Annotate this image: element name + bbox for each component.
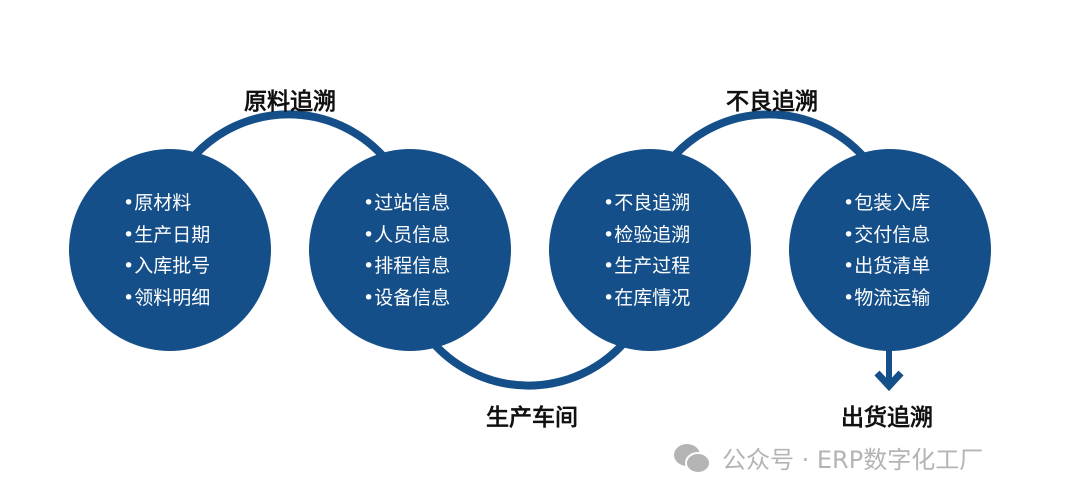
list-item: •过站信息 [363, 192, 451, 214]
stage-title-1: 原料追溯 [244, 89, 336, 115]
stage-circle-2 [309, 149, 511, 351]
list-item: •检验追溯 [603, 223, 691, 246]
list-item: •人员信息 [363, 223, 451, 246]
stage-list-3: •不良追溯 •检验追溯 •生产过程 •在库情况 [550, 188, 750, 314]
stage-title-2: 生产车间 [486, 405, 578, 431]
list-item: •生产日期 [123, 223, 211, 246]
stage-list-4: •包装入库 •交付信息 •出货清单 •物流运输 [790, 188, 990, 314]
list-item: •不良追溯 [603, 192, 691, 214]
list-item: •出货清单 [843, 255, 931, 277]
stage-circle-3 [549, 149, 751, 351]
wechat-icon [674, 443, 711, 474]
connector-arc-2-3 [432, 342, 625, 390]
list-item: •排程信息 [363, 255, 451, 277]
connector-arc-1-2 [192, 110, 385, 158]
watermark-text: 公众号 · ERP数字化工厂 [722, 446, 984, 474]
arrow-down-icon [874, 350, 904, 392]
stage-circle-4 [789, 149, 991, 351]
stage-title-4: 出货追溯 [841, 405, 933, 431]
list-item: •生产过程 [603, 255, 691, 277]
watermark: 公众号 · ERP数字化工厂 [672, 440, 983, 475]
stage-title-3: 不良追溯 [726, 89, 818, 115]
stage-circle-1 [69, 149, 271, 351]
list-item: •交付信息 [843, 223, 931, 246]
connector-arc-3-4 [672, 110, 865, 158]
list-item: •物流运输 [843, 286, 931, 309]
list-item: •原材料 [123, 192, 192, 214]
list-item: •入库批号 [123, 255, 211, 277]
stage-list-2: •过站信息 •人员信息 •排程信息 •设备信息 [310, 188, 510, 314]
list-item: •在库情况 [603, 286, 691, 309]
list-item: •设备信息 [363, 286, 451, 309]
list-item: •包装入库 [843, 192, 931, 214]
list-item: •领料明细 [123, 286, 211, 309]
stage-list-1: •原材料 •生产日期 •入库批号 •领料明细 [70, 188, 270, 314]
